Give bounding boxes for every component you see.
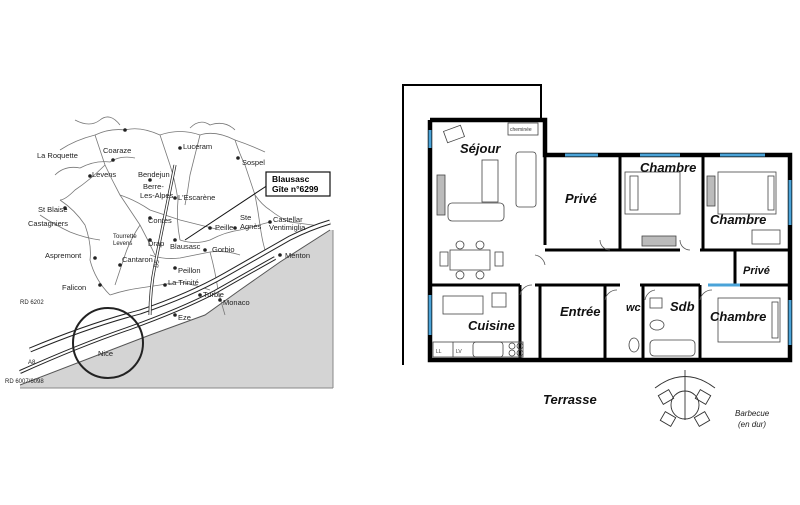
label-ventimiglia: Ventimiglia bbox=[269, 223, 306, 232]
room-prive-2: Privé bbox=[743, 265, 770, 277]
label-drap: Drap bbox=[148, 239, 164, 248]
door-arcs bbox=[519, 239, 713, 301]
label-berre: Berre- bbox=[143, 182, 164, 191]
label-la-trinite: La Trinité bbox=[168, 278, 199, 287]
label-rd6007: RD 6007/6098 bbox=[5, 379, 44, 385]
cheminee-label: cheminée bbox=[510, 127, 532, 133]
label-monaco: Monaco bbox=[223, 298, 250, 307]
label-castagniers: Castagniers bbox=[28, 219, 68, 228]
callout-title: Blausasc bbox=[272, 174, 310, 184]
label-blausasc: Blausasc bbox=[170, 242, 201, 251]
terrace-wall bbox=[402, 84, 542, 365]
label-st-blaise: St Blaise bbox=[38, 205, 68, 214]
callout-box bbox=[265, 171, 331, 197]
label-castellar: Castellar bbox=[273, 215, 303, 224]
room-prive-1: Privé bbox=[565, 191, 597, 206]
map-svg: La Roquette Coaraze Luceram Sospel Leven… bbox=[5, 116, 334, 389]
floor-plan: cheminée LL LV bbox=[380, 0, 800, 500]
regional-map: La Roquette Coaraze Luceram Sospel Leven… bbox=[0, 0, 350, 500]
coastline bbox=[19, 229, 331, 386]
label-falicon: Falicon bbox=[62, 283, 86, 292]
nice-circle bbox=[72, 307, 144, 379]
plan-svg: cheminée LL LV bbox=[402, 84, 793, 429]
ll-label: LL bbox=[436, 349, 442, 355]
label-peillon: Peillon bbox=[178, 266, 201, 275]
label-luceram: Luceram bbox=[183, 142, 212, 151]
callout-subtitle: Gîte n°6299 bbox=[272, 184, 319, 194]
label-d5: D5 bbox=[154, 259, 161, 268]
label-nice: Nice bbox=[98, 349, 113, 358]
label-aspremont: Aspremont bbox=[45, 251, 82, 260]
room-chambre-2: Chambre bbox=[710, 212, 766, 227]
label-levens-2: Levens bbox=[113, 241, 132, 247]
label-cantaron: Cantaron bbox=[122, 255, 153, 264]
salon-furniture bbox=[436, 122, 539, 280]
label-ste-agnes-1: Ste bbox=[240, 213, 251, 222]
barbecue-sub: (en dur) bbox=[738, 420, 766, 429]
bathroom-fixtures bbox=[628, 297, 696, 357]
bedroom-furniture bbox=[624, 171, 781, 343]
kitchen-furniture bbox=[432, 292, 524, 358]
room-sdb: Sdb bbox=[670, 299, 695, 314]
room-sejour: Séjour bbox=[460, 141, 501, 156]
barbecue-label: Barbecue bbox=[735, 409, 770, 418]
room-wc: wc bbox=[626, 302, 641, 314]
label-levens: Levens bbox=[92, 170, 116, 179]
main-roads bbox=[19, 164, 331, 374]
label-contes: Contes bbox=[148, 216, 172, 225]
minor-roads bbox=[39, 116, 321, 316]
room-entree: Entrée bbox=[560, 304, 600, 319]
label-sospel: Sospel bbox=[242, 158, 265, 167]
lv-label: LV bbox=[456, 349, 462, 355]
label-gorbio: Gorbio bbox=[212, 245, 235, 254]
label-turbie: Turbie bbox=[203, 290, 224, 299]
label-rd6202: RD 6202 bbox=[20, 300, 44, 306]
label-les-alpes: Les-Alpes bbox=[140, 191, 174, 200]
label-a8: A8 bbox=[28, 360, 36, 366]
room-cuisine: Cuisine bbox=[468, 318, 515, 333]
label-coaraze: Coaraze bbox=[103, 146, 131, 155]
label-menton: Menton bbox=[285, 251, 310, 260]
room-chambre-1: Chambre bbox=[640, 160, 696, 175]
label-bendejun: Bendejun bbox=[138, 170, 170, 179]
label-peille: Peille bbox=[215, 223, 233, 232]
label-la-roquette: La Roquette bbox=[37, 151, 78, 160]
terrace-table bbox=[654, 370, 716, 427]
label-tourrette: Tourrette bbox=[113, 234, 137, 240]
area-terrasse: Terrasse bbox=[543, 392, 597, 407]
callout-leader bbox=[184, 184, 269, 241]
sea-area bbox=[20, 230, 333, 388]
label-ste-agnes-2: Agnès bbox=[240, 222, 262, 231]
place-dots bbox=[63, 128, 282, 317]
room-chambre-3: Chambre bbox=[710, 309, 766, 324]
windows bbox=[428, 130, 792, 345]
label-lescarene: L'Escarène bbox=[178, 193, 215, 202]
label-eze: Eze bbox=[178, 313, 191, 322]
